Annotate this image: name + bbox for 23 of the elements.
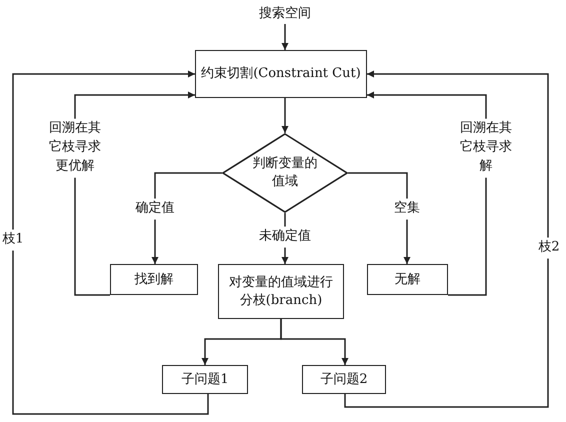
process-box [195, 50, 367, 98]
edge-label: 未确定值 [257, 226, 313, 248]
node-text: 无解 [394, 270, 420, 288]
process-box [110, 264, 198, 295]
node-text: 子问题2 [320, 370, 368, 388]
node-text: 子问题1 [181, 370, 229, 388]
start-label: 搜索空间 [245, 4, 325, 24]
process-box [162, 365, 248, 394]
node-text: 判断变量的值域 [252, 155, 318, 191]
process-box [302, 365, 386, 394]
arrow [12, 70, 209, 415]
edge-label: 空集 [392, 198, 422, 220]
node-text: 对变量的值域进行分枝(branch) [228, 274, 334, 310]
arrow [282, 98, 288, 133]
process-box [367, 264, 448, 295]
process-box [218, 264, 344, 319]
edge-label: 确定值 [134, 198, 176, 220]
arrow [280, 319, 348, 365]
node-text: 约束切割(Constraint Cut) [201, 65, 361, 83]
arrow [282, 24, 288, 50]
decision-diamond [222, 133, 348, 213]
node-text: 找到解 [134, 270, 174, 288]
arrow [344, 70, 549, 408]
